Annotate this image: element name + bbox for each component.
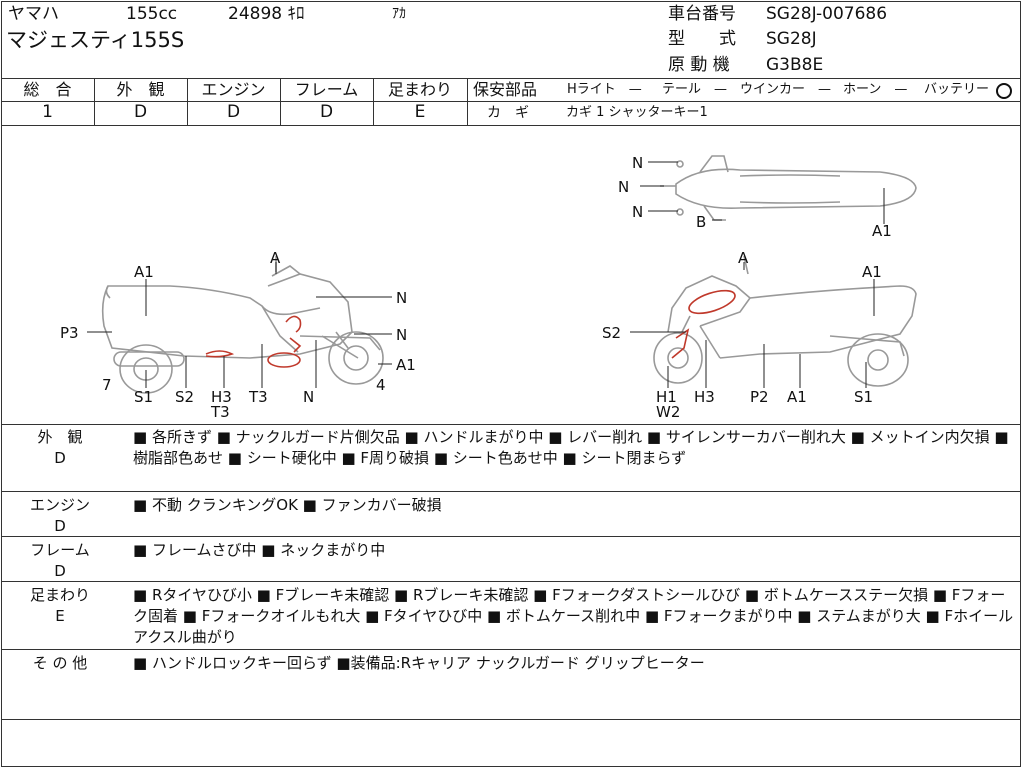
label-left-7: 7 bbox=[102, 376, 112, 394]
section-frame-text: ■ フレームさび中 ■ ネックまがり中 bbox=[133, 541, 386, 559]
type-value: SG28J bbox=[766, 29, 817, 49]
divider bbox=[467, 101, 1021, 102]
divider bbox=[1, 424, 1021, 425]
label-top-n2: N bbox=[618, 178, 629, 196]
label-left-h3: H3 bbox=[211, 388, 232, 406]
grade-overall-value: 1 bbox=[42, 102, 53, 122]
labels-left bbox=[87, 262, 392, 388]
label-right-w2: W2 bbox=[656, 403, 680, 421]
labels-right bbox=[630, 262, 875, 388]
frame-no-label: 車台番号 bbox=[668, 4, 736, 24]
damage-diagram: A1 A N P3 N A1 7 S1 S2 H3 T3 T3 N 4 A A1 bbox=[60, 154, 917, 421]
section-other-title: そ の 他 bbox=[32, 654, 88, 672]
section-frame-grade: D bbox=[54, 562, 66, 580]
section-engine-grade: D bbox=[54, 517, 66, 535]
section-suspension-title: 足まわり bbox=[29, 586, 90, 604]
frame-no: SG28J-007686 bbox=[766, 4, 888, 24]
divider bbox=[1, 101, 467, 102]
label-top-n3: N bbox=[632, 203, 643, 221]
battery-ok-icon bbox=[996, 83, 1012, 99]
label-right-s2: S2 bbox=[602, 324, 621, 342]
label-left-n1: N bbox=[396, 289, 407, 307]
label-left-a1b: A1 bbox=[396, 356, 416, 374]
safety-headlight: Hライト — bbox=[567, 82, 642, 97]
type-label: 型 式 bbox=[668, 29, 736, 49]
divider bbox=[373, 78, 374, 125]
model-name: マジェスティ155S bbox=[6, 28, 185, 52]
divider bbox=[467, 78, 468, 125]
maker: ヤマハ bbox=[8, 4, 59, 24]
section-exterior-title: 外 観 bbox=[37, 428, 83, 446]
label-left-s1: S1 bbox=[134, 388, 153, 406]
label-right-h3: H3 bbox=[694, 388, 715, 406]
section-suspension-text: ■ Rタイヤひび小 ■ Fブレーキ未確認 ■ Rブレーキ未確認 ■ Fフォークダ… bbox=[133, 586, 1014, 646]
safety-label: 保安部品 bbox=[473, 80, 538, 99]
label-left-s2: S2 bbox=[175, 388, 194, 406]
safety-horn: ホーン — bbox=[843, 82, 908, 97]
grade-frame-value: D bbox=[319, 102, 334, 122]
grade-frame-label: フレーム bbox=[294, 80, 359, 99]
key-label: カ ギ bbox=[487, 105, 529, 121]
label-left-a1: A1 bbox=[134, 263, 154, 281]
label-left-a: A bbox=[270, 249, 281, 267]
label-right-p2: P2 bbox=[750, 388, 769, 406]
section-suspension-grade: E bbox=[55, 607, 65, 625]
label-left-n2: N bbox=[396, 326, 407, 344]
divider bbox=[1, 78, 1021, 79]
damage-marks-right bbox=[671, 289, 736, 359]
label-top-n1: N bbox=[632, 154, 643, 172]
mileage: 24898 ｷﾛ bbox=[228, 4, 305, 24]
damage-marks-left bbox=[205, 315, 302, 368]
label-left-p3: P3 bbox=[60, 324, 79, 342]
label-left-t3b: T3 bbox=[248, 388, 268, 406]
safety-battery: バッテリー bbox=[924, 82, 990, 97]
divider bbox=[1, 719, 1021, 720]
label-top-a1: A1 bbox=[872, 222, 892, 240]
scooter-right-side bbox=[653, 255, 917, 387]
label-left-4: 4 bbox=[376, 376, 386, 394]
scooter-left-side bbox=[101, 256, 384, 394]
key-value: カギ 1 シャッターキー1 bbox=[566, 105, 708, 120]
grade-exterior-value: D bbox=[133, 102, 148, 122]
label-right-s1: S1 bbox=[854, 388, 873, 406]
label-right-a1b: A1 bbox=[787, 388, 807, 406]
divider bbox=[94, 78, 95, 125]
label-right-a: A bbox=[738, 249, 749, 267]
safety-winker: ウインカー — bbox=[740, 82, 832, 97]
grade-suspension-value: E bbox=[414, 102, 426, 122]
labels-top bbox=[640, 161, 885, 224]
divider bbox=[187, 78, 188, 125]
section-exterior-text: ■ 各所きず ■ ナックルガード片側欠品 ■ ハンドルまがり中 ■ レバー削れ … bbox=[133, 428, 1009, 467]
divider bbox=[280, 78, 281, 125]
section-frame-title: フレーム bbox=[30, 541, 90, 559]
section-other-text: ■ ハンドルロックキー回らず ■装備品:Rキャリア ナックルガード グリップヒー… bbox=[133, 654, 705, 672]
divider bbox=[1, 125, 1021, 126]
label-right-a1: A1 bbox=[862, 263, 882, 281]
divider bbox=[1, 581, 1021, 582]
grade-engine-label: エンジン bbox=[201, 80, 266, 99]
engine-value: G3B8E bbox=[766, 55, 824, 75]
section-engine-title: エンジン bbox=[29, 496, 90, 514]
safety-tail: テール — bbox=[662, 82, 728, 97]
displacement: 155cc bbox=[126, 4, 178, 24]
label-left-t3a: T3 bbox=[210, 403, 230, 421]
section-exterior-grade: D bbox=[54, 449, 66, 467]
label-right-h1: H1 bbox=[656, 388, 677, 406]
divider bbox=[1, 649, 1021, 650]
label-left-n3: N bbox=[303, 388, 314, 406]
grade-exterior-label: 外 観 bbox=[116, 80, 165, 99]
grade-engine-value: D bbox=[226, 102, 241, 122]
divider bbox=[1, 491, 1021, 492]
grade-suspension-label: 足まわり bbox=[387, 80, 452, 99]
label-top-b: B bbox=[696, 213, 706, 231]
scooter-top-view bbox=[660, 155, 917, 221]
grade-overall-label: 総 合 bbox=[23, 80, 72, 99]
color: ｱｶ bbox=[392, 6, 406, 22]
section-engine-text: ■ 不動 クランキングOK ■ ファンカバー破損 bbox=[133, 496, 442, 514]
divider bbox=[1, 536, 1021, 537]
engine-label: 原 動 機 bbox=[668, 55, 730, 75]
